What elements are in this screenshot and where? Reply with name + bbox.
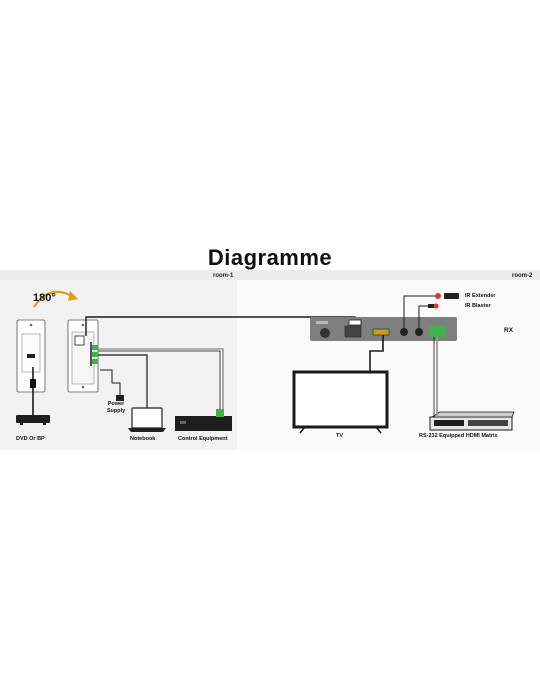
diagram-graphics: [16, 290, 515, 434]
hdmi-matrix-icon: [429, 411, 515, 431]
diagram-title: Diagramme: [207, 245, 333, 270]
rotation-label: 180°: [33, 292, 56, 304]
wall-plate-transmitter: [67, 319, 99, 393]
diagram: Diagramme room-1 room-2: [0, 245, 540, 450]
notebook-label: Notebook: [130, 436, 156, 442]
tv-label: TV: [336, 433, 344, 439]
ir-blaster-icon: [418, 303, 439, 329]
control-equipment-icon: [175, 409, 232, 431]
power-supply-label: Power Supply: [106, 401, 126, 414]
notebook-icon: [128, 407, 166, 432]
rx-label: RX: [504, 327, 514, 334]
wall-plate-hdmi: [16, 319, 46, 393]
tv-icon: [292, 370, 389, 434]
dvd-player-icon: [16, 415, 50, 425]
ir-extender-label: IR Extender: [465, 293, 496, 299]
receiver-rx-device: [310, 317, 457, 341]
power-supply-icon: [100, 369, 124, 401]
header-band: [0, 270, 540, 280]
room-2-label: room-2: [512, 273, 533, 279]
ir-blaster-label: IR Blaster: [465, 303, 491, 309]
dvd-label: DVD Or BP: [16, 436, 45, 442]
rotation-arrowhead-icon: [68, 291, 78, 301]
control-equipment-label: Control Equipment: [178, 436, 228, 442]
hdmi-matrix-label: RS-232 Equipped HDMI Matrix: [419, 433, 498, 439]
room-1-label: room-1: [213, 273, 234, 279]
ir-extender-icon: [403, 293, 459, 329]
